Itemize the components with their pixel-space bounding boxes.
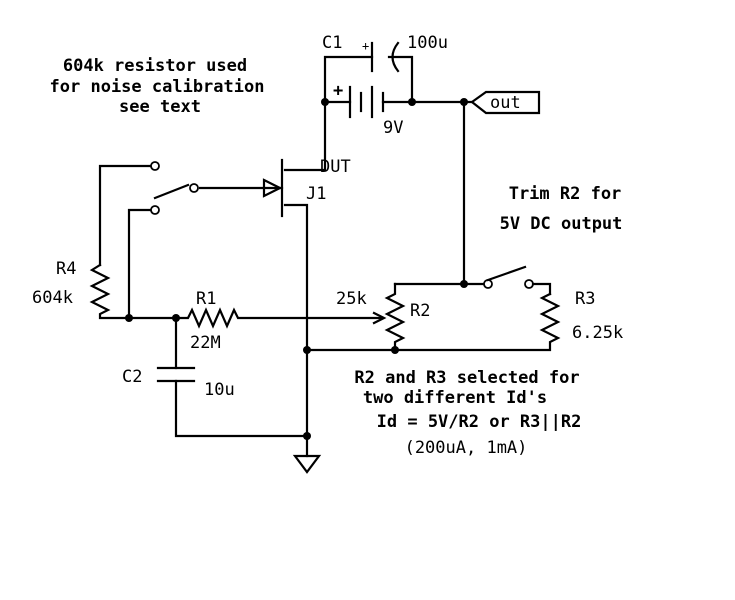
r3-top-lead <box>531 282 552 296</box>
r3-label: R3 <box>575 289 595 309</box>
r3-switch-blade <box>486 265 527 282</box>
c1-left-lead <box>323 55 374 104</box>
calibration-note-line-2: for noise calibration <box>50 77 265 97</box>
out-label: out <box>490 93 521 113</box>
trim-note-line-2: 5V DC output <box>500 214 623 234</box>
calibration-note: 604k resistor used for noise calibration… <box>50 56 265 117</box>
c1-label: C1 <box>322 33 342 53</box>
out-flag <box>470 90 541 115</box>
r3-switch-contact-right <box>524 279 534 289</box>
r3-switch-contact-left <box>483 279 493 289</box>
junction-c1-right <box>408 98 416 106</box>
battery-plus-sign: + <box>333 81 343 101</box>
r3-zigzag <box>305 292 561 352</box>
supply-section: C1 + 100u + 9V <box>321 33 474 138</box>
r4-resistor: R4 604k <box>32 259 131 320</box>
switch-contact-lower <box>150 205 160 215</box>
r2-r3-network: 25k R2 R3 6.25k <box>305 100 623 354</box>
calibration-note-line-3: see text <box>119 97 201 117</box>
selection-note: R2 and R3 selected for two different Id'… <box>354 368 581 458</box>
c1-value: 100u <box>407 33 448 53</box>
r3-value: 6.25k <box>572 323 623 343</box>
junction-r4-r1 <box>125 314 133 322</box>
selection-note-line-2: two different Id's <box>363 388 547 408</box>
j1-label: J1 <box>306 184 326 204</box>
switch-lower-lead <box>127 208 152 320</box>
r2-wiper-arrow-icon <box>372 311 387 325</box>
c2-capacitor: C2 10u <box>122 316 309 438</box>
switch-blade <box>153 183 190 200</box>
c2-label: C2 <box>122 367 142 387</box>
switch-contact-upper <box>150 161 160 171</box>
r4-top-lead <box>98 164 152 267</box>
c1-plus-sign: + <box>362 39 369 53</box>
gate-switch <box>98 161 199 320</box>
r2-value: 25k <box>336 289 367 309</box>
r1-zigzag <box>127 307 384 329</box>
r4-zigzag <box>89 263 131 320</box>
r4-value: 604k <box>32 288 73 308</box>
trim-note-line-1: Trim R2 for <box>509 184 622 204</box>
c2-bottom-lead <box>174 379 309 438</box>
jfet-dut: DUT J1 <box>198 100 351 438</box>
junction-r2-bottom <box>391 346 399 354</box>
calibration-note-line-1: 604k resistor used <box>63 56 247 76</box>
switch-common <box>189 183 199 193</box>
r1-label: R1 <box>196 289 216 309</box>
trim-note: Trim R2 for 5V DC output <box>500 184 623 234</box>
junction-r2-top <box>460 280 468 288</box>
r2-zigzag <box>384 282 406 352</box>
drain-lead <box>283 100 327 172</box>
r4-label: R4 <box>56 259 76 279</box>
output-terminal: out <box>470 90 541 115</box>
selection-note-line-4: (200uA, 1mA) <box>405 438 528 458</box>
c1-right-lead <box>387 55 414 104</box>
r1-value: 22M <box>190 333 221 353</box>
c2-value: 10u <box>204 380 235 400</box>
ground-icon <box>292 454 322 474</box>
gate-arrow-icon <box>262 178 283 198</box>
r2-label: R2 <box>410 301 430 321</box>
selection-note-line-3: Id = 5V/R2 or R3||R2 <box>377 412 582 432</box>
source-lead <box>283 203 309 438</box>
selection-note-line-1: R2 and R3 selected for <box>354 368 579 388</box>
dut-label: DUT <box>320 157 351 177</box>
battery-value: 9V <box>383 118 403 138</box>
